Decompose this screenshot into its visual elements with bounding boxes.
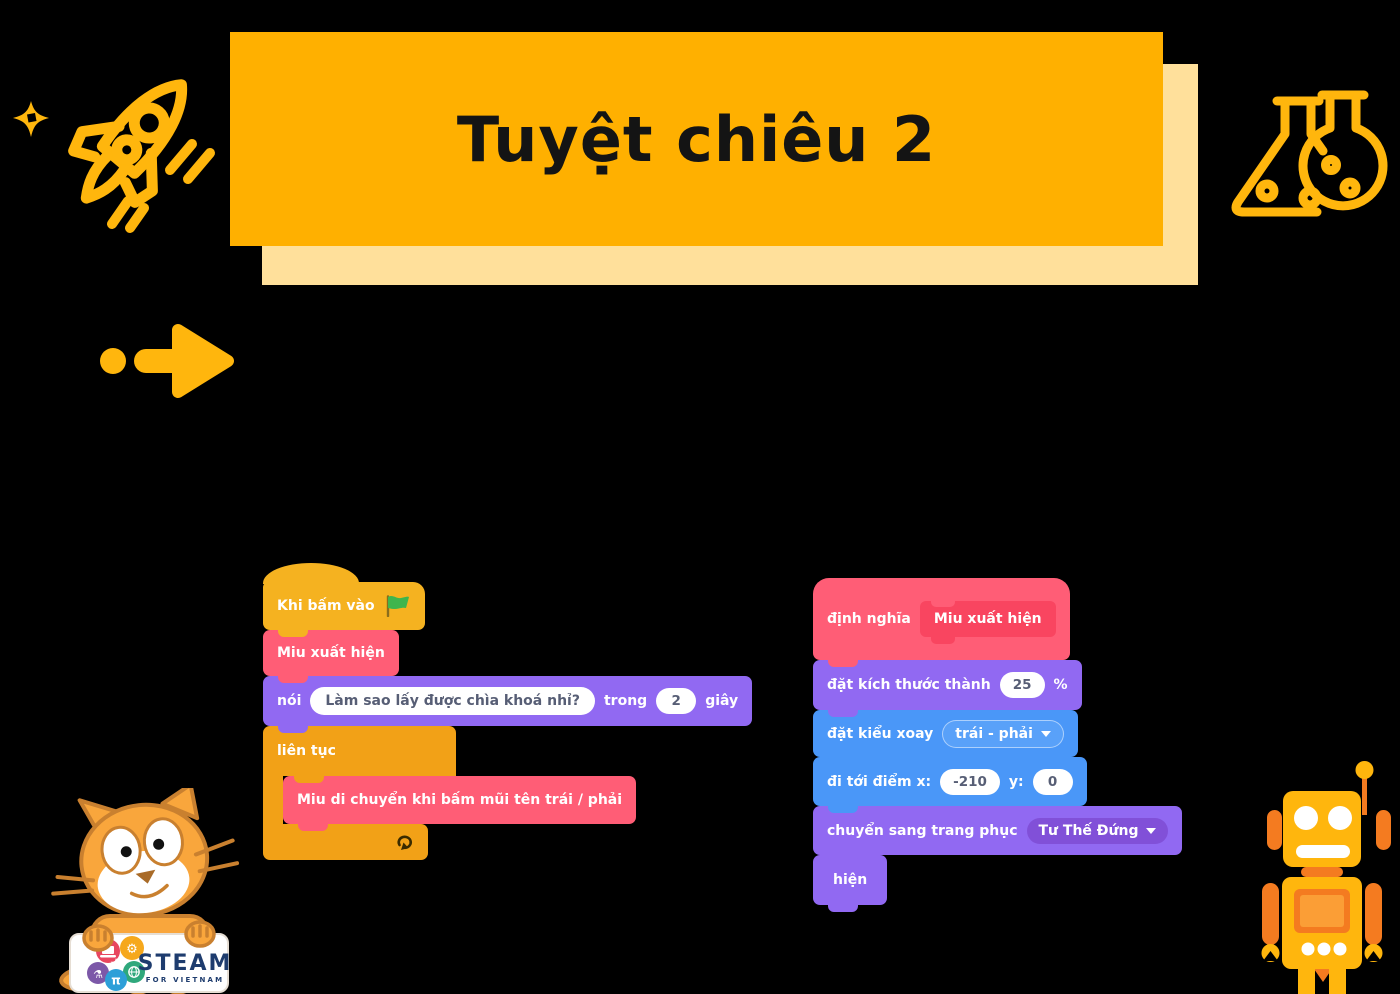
define-prototype-block[interactable]: Miu xuất hiện [919,601,1056,644]
rotation-style-dropdown[interactable]: trái - phải [942,719,1064,748]
forever-block-spine[interactable] [263,774,283,826]
arrow-right-icon [98,320,238,402]
rocket-icon [48,58,215,243]
size-value-input[interactable]: 25 [999,672,1045,698]
caret-down-icon [1146,827,1157,834]
show-block[interactable]: hiện [813,855,888,912]
set-rotation-style-block[interactable]: đặt kiểu xoay trái - phải [813,710,1078,764]
block-label: Miu di chuyển khi bấm mũi tên trái / phả… [297,792,623,808]
loop-arrow-icon [397,835,413,850]
block-label: nói [277,693,302,709]
svg-text:⚗: ⚗ [93,968,103,981]
dropdown-value: Tư Thế Đứng [1038,822,1139,839]
say-message-input[interactable]: Làm sao lấy được chìa khoá nhỉ? [310,687,595,715]
page-title: Tuyệt chiêu 2 [456,102,937,176]
say-for-seconds-block[interactable]: nói Làm sao lấy được chìa khoá nhỉ? tron… [263,676,753,733]
robot-icon [1256,753,1400,994]
caret-down-icon [1040,730,1051,737]
svg-text:π: π [111,974,121,988]
block-label: Khi bấm vào [277,598,375,614]
custom-block-miu-move[interactable]: Miu di chuyển khi bấm mũi tên trái / phả… [283,776,637,831]
for-vietnam-text: FOR VIETNAM [146,976,225,984]
svg-text:⚙: ⚙ [126,942,138,957]
x-value-input[interactable]: -210 [940,768,1000,795]
forever-block-top[interactable]: liên tục [263,726,456,783]
block-label: giây [705,693,739,709]
block-label: % [1053,677,1068,693]
custom-block-miu-appear[interactable]: Miu xuất hiện [263,630,399,683]
go-to-xy-block[interactable]: đi tới điểm x: -210 y: 0 [813,757,1087,813]
block-label: Miu xuất hiện [277,645,385,661]
forever-block-bottom[interactable] [263,824,428,860]
scratch-cat-mascot: ⚙ ⚗ π ★ STEAM FOR VIETNAM [28,788,250,994]
say-seconds-input[interactable]: 2 [656,688,697,714]
block-label: đặt kích thước thành [827,677,991,693]
block-label: đi tới điểm x: [827,773,932,790]
block-label: y: [1008,773,1024,790]
block-label: hiện [833,872,868,888]
block-label: đặt kiểu xoay [827,725,934,742]
dropdown-value: trái - phải [955,725,1033,742]
block-label: trong [603,693,648,709]
svg-text:★: ★ [110,956,123,972]
sparkle-star-icon [12,100,50,140]
block-label: định nghĩa [827,611,911,627]
set-size-block[interactable]: đặt kích thước thành 25 % [813,660,1082,717]
science-flasks-icon [1220,88,1388,236]
title-banner: Tuyệt chiêu 2 [230,32,1163,246]
define-block[interactable]: định nghĩa Miu xuất hiện [813,578,1070,667]
block-label: chuyển sang trang phục [827,822,1018,839]
when-flag-clicked-block[interactable]: Khi bấm vào [263,563,425,637]
block-label: liên tục [277,743,336,759]
switch-costume-block[interactable]: chuyển sang trang phục Tư Thế Đứng [813,806,1183,862]
steam-text: STEAM [138,951,233,976]
green-flag-icon [386,595,409,617]
y-value-input[interactable]: 0 [1032,768,1073,795]
costume-dropdown[interactable]: Tư Thế Đứng [1026,817,1169,844]
